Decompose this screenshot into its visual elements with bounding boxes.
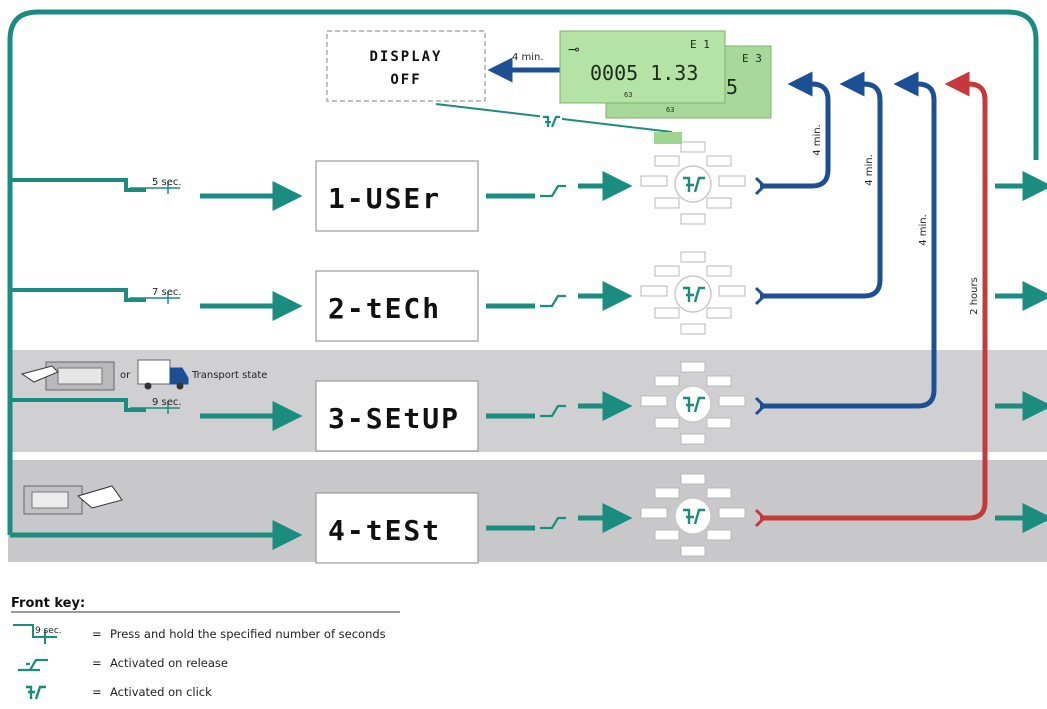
test-display-text: 4-tESt <box>328 514 441 547</box>
setup-display-box <box>315 380 479 452</box>
test-keypad <box>640 473 746 557</box>
tech-return-label: 4 min. <box>864 154 875 186</box>
user-return-chevron <box>754 176 767 196</box>
release-key-text: Activated on release <box>110 656 228 670</box>
setup-display-text: 3-SEtUP <box>328 402 460 435</box>
wake-target <box>654 132 682 144</box>
setup-return-path <box>760 71 937 409</box>
test-release-icon <box>540 516 566 530</box>
test-band <box>8 460 1047 562</box>
user-hold-label: 5 sec. <box>152 177 182 188</box>
timeout-label: 4 min. <box>512 52 544 63</box>
tech-hold-label: 7 sec. <box>152 287 182 298</box>
transport-label: Transport state <box>191 370 267 381</box>
outer-loop-line <box>7 9 1039 535</box>
test-return-chevron <box>754 508 767 528</box>
setup-band <box>8 350 1047 452</box>
tech-display-box <box>315 270 479 342</box>
setup-keypad <box>640 361 746 445</box>
click-key-eq: = <box>92 685 102 699</box>
tech-return-chevron <box>754 286 767 306</box>
setup-feeder-line <box>10 398 146 412</box>
lcd-front-tag: E 1 <box>690 38 710 51</box>
truck-icon <box>137 359 189 390</box>
hold-key-eq: = <box>92 627 102 641</box>
lcd-front-digits: 0005 1.33 <box>590 61 698 85</box>
test-click-icon <box>683 508 705 525</box>
lcd-back-tag: E 3 <box>742 52 762 65</box>
user-keypad <box>640 141 746 225</box>
key-heading: Front key: <box>11 596 85 611</box>
user-release-icon <box>540 184 566 198</box>
tech-feeder-line <box>10 288 146 302</box>
user-return-path <box>760 71 831 189</box>
tech-return-path <box>760 71 883 299</box>
release-key-icon <box>18 658 48 672</box>
meter-hand-icon <box>20 361 115 391</box>
test-return-label: 2 hours <box>969 277 980 315</box>
user-display-box <box>315 160 479 232</box>
setup-return-chevron <box>754 396 767 416</box>
lcd-front-panel <box>559 30 726 104</box>
lcd-front-sub: 63 <box>624 91 632 99</box>
tech-click-icon <box>683 286 705 303</box>
lcd-back-sub: 63 <box>666 106 674 114</box>
tech-keypad <box>640 251 746 335</box>
display-off-line2: OFF <box>390 72 421 88</box>
click-key-text: Activated on click <box>110 685 212 699</box>
hold-key-symbol: 9 sec. <box>35 626 62 636</box>
test-return-path <box>760 71 988 521</box>
wake-click-icon <box>540 112 562 130</box>
test-display-box <box>315 492 479 564</box>
setup-hold-label: 9 sec. <box>152 397 182 408</box>
user-click-icon <box>683 176 705 193</box>
release-key-eq: = <box>92 656 102 670</box>
user-return-label: 4 min. <box>812 124 823 156</box>
hold-key-icon <box>13 624 57 644</box>
or-label: or <box>120 370 131 381</box>
tech-display-text: 2-tECh <box>328 292 441 325</box>
hold-key-text: Press and hold the specified number of s… <box>110 627 386 641</box>
user-display-text: 1-USEr <box>328 182 441 215</box>
user-feeder-line <box>10 178 146 192</box>
setup-click-icon <box>683 396 705 413</box>
test-meter-hand-icon <box>23 485 123 515</box>
display-off-line1: DISPLAY <box>369 49 442 65</box>
setup-release-icon <box>540 404 566 418</box>
tech-release-icon <box>540 294 566 308</box>
click-key-icon <box>26 685 46 700</box>
display-off-box <box>326 30 486 102</box>
setup-return-label: 4 min. <box>918 214 929 246</box>
plug-icon: ⊸ <box>568 42 580 58</box>
